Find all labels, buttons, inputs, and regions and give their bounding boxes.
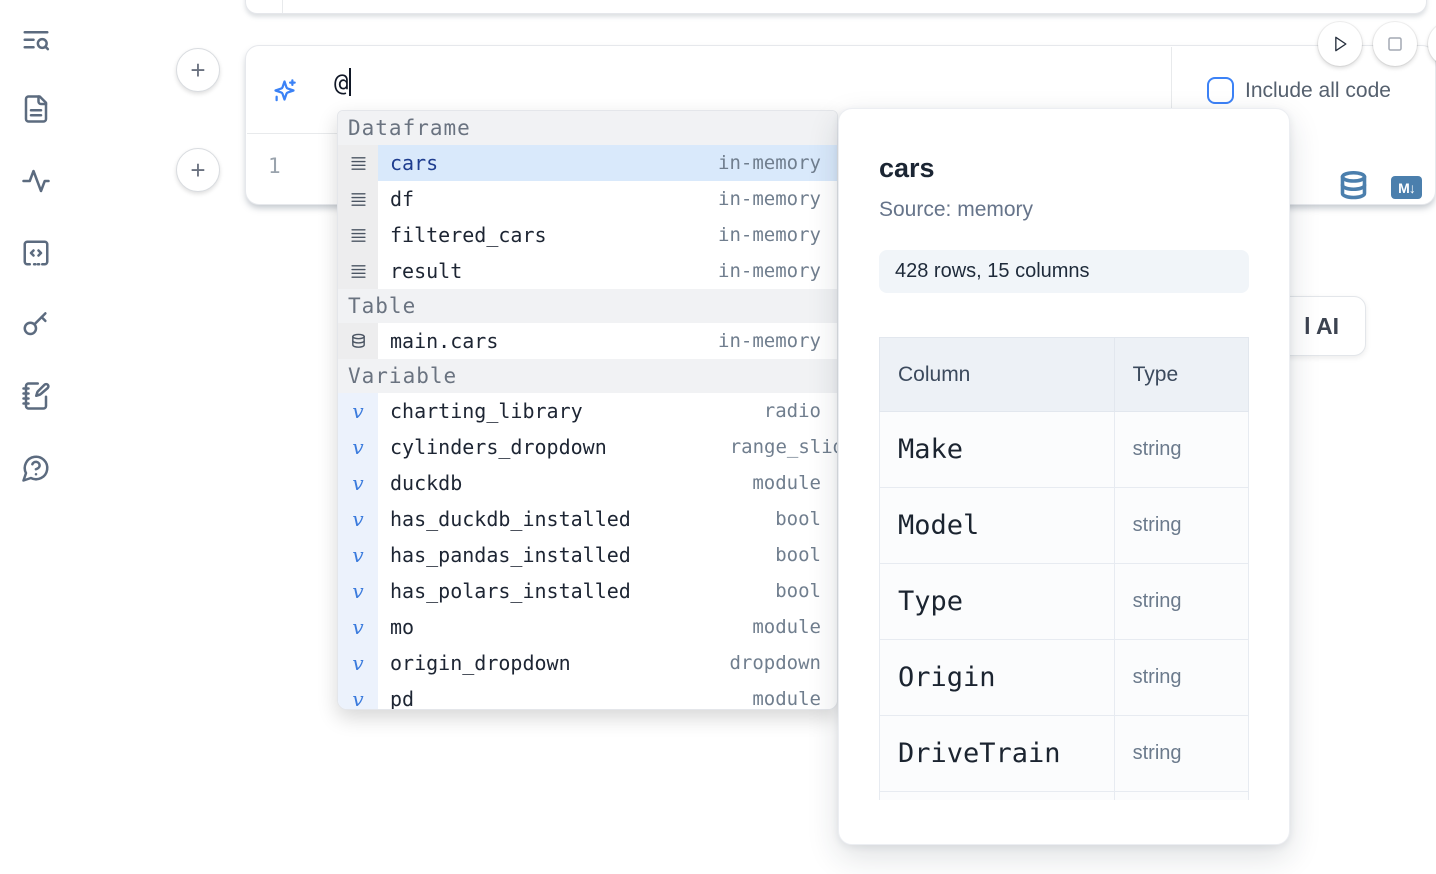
dataframe-detail-popup: cars Source: memory 428 rows, 15 columns… [838,108,1290,845]
popup-title: cars [879,153,935,183]
scratchpad-notebook-icon[interactable] [21,381,51,411]
ai-prompt-input[interactable]: @ [334,68,1034,112]
add-cell-button[interactable]: + [176,148,220,192]
run-cell-button[interactable] [1318,22,1362,66]
variable-icon: v [338,609,378,645]
variable-icon: v [338,573,378,609]
activity-icon[interactable] [21,166,51,196]
autocomplete-section-header: Variable [338,359,837,393]
schema-row: Type string [879,563,1249,640]
include-all-code-checkbox[interactable] [1207,77,1234,104]
dataframe-icon [338,181,378,217]
dataframe-icon [338,145,378,181]
schema-row: Model string [879,487,1249,564]
schema-row-clipped [879,791,1249,800]
line-number: 1 [268,154,281,178]
schema-header-type: Type [1113,337,1249,412]
text-cursor [349,68,352,96]
schema-row: DriveTrain string [879,715,1249,792]
variable-icon: v [338,393,378,429]
schema-table: Column Type Make string Model string Typ… [879,337,1249,800]
secrets-key-icon[interactable] [21,309,51,339]
table-database-icon [338,323,378,359]
autocomplete-section-header: Table [338,289,837,323]
table-of-contents-search-icon[interactable] [21,26,51,56]
database-convert-icon[interactable] [1337,170,1370,203]
ai-sparkles-icon [271,77,298,104]
dataframe-icon [338,253,378,289]
variable-icon: v [338,645,378,681]
popup-schema-table-container: Column Type Make string Model string Typ… [879,337,1249,800]
help-chat-icon[interactable] [21,453,51,483]
stop-button[interactable] [1373,22,1417,66]
ai-prompt-value: @ [334,69,349,97]
autocomplete-section-header: Dataframe [338,111,837,145]
variable-icon: v [338,537,378,573]
variable-icon: v [338,465,378,501]
dataframe-icon [338,217,378,253]
variable-icon: v [338,429,378,465]
schema-header-column: Column [879,337,1115,412]
include-all-code-label: Include all code [1245,79,1391,102]
previous-cell-fragment [245,0,1427,14]
cell-gutter-divider [282,0,283,13]
variable-icon: v [338,501,378,537]
ai-button-label: l AI [1304,312,1339,339]
file-document-icon[interactable] [21,94,51,124]
schema-row: Make string [879,411,1249,488]
add-cell-button[interactable]: + [176,48,220,92]
popup-shape-badge: 428 rows, 15 columns [879,250,1249,293]
code-snippets-icon[interactable] [21,238,51,268]
variable-icon: v [338,681,378,709]
markdown-convert-icon[interactable]: M↓ [1391,176,1422,199]
popup-source: Source: memory [879,198,1034,221]
schema-row: Origin string [879,639,1249,716]
extra-control-button[interactable] [1428,22,1436,66]
